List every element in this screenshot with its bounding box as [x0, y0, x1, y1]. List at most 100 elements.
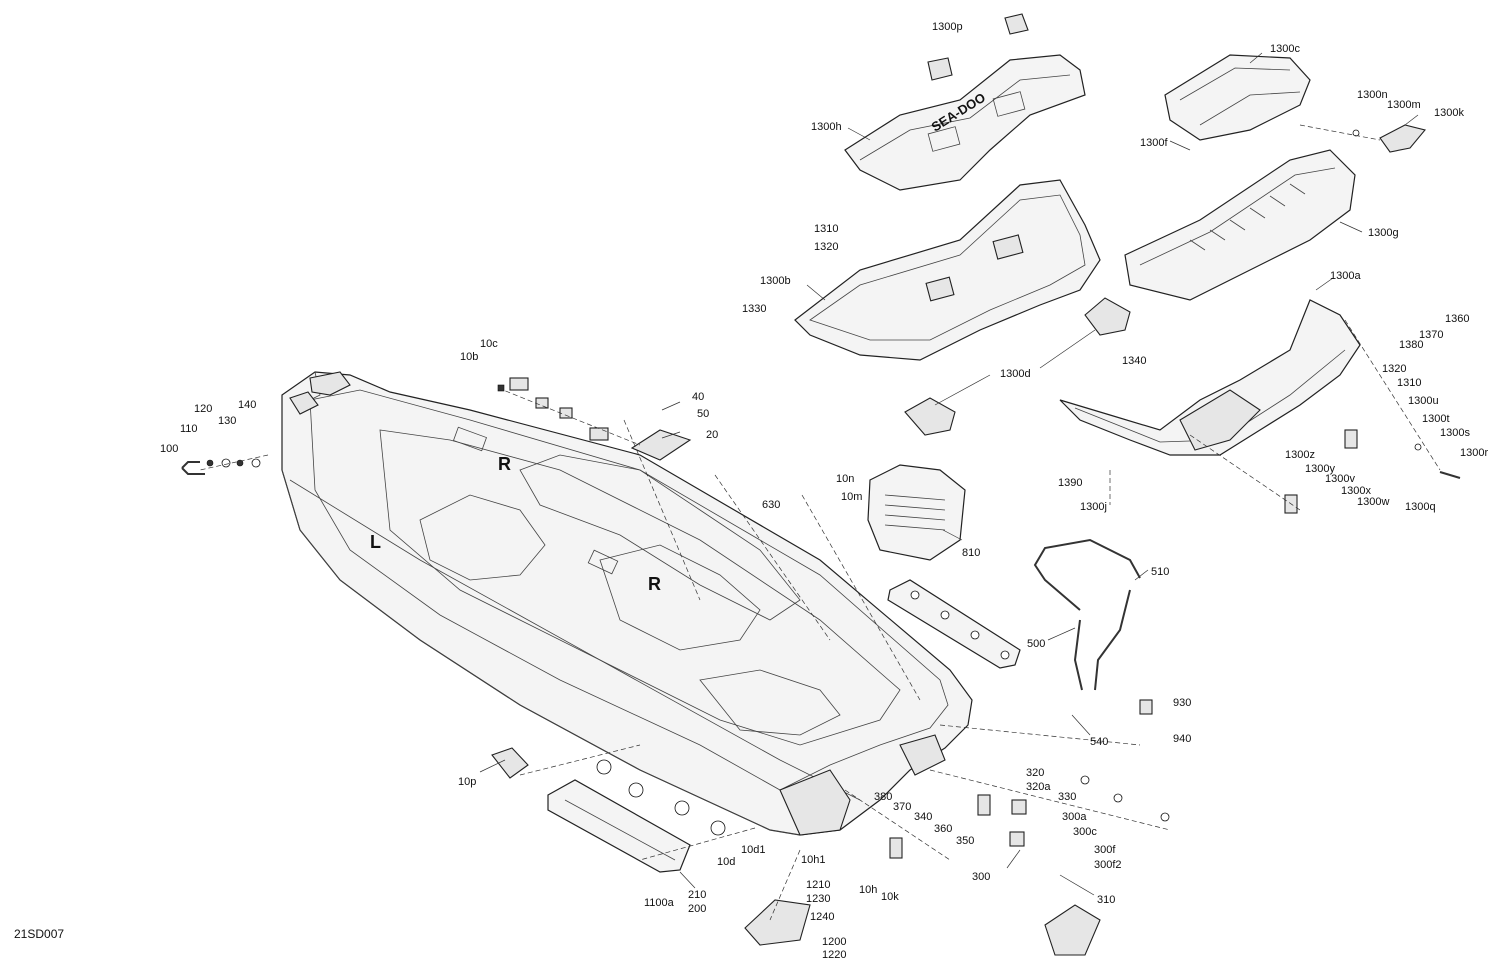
callout-1300r: 1300r [1460, 447, 1488, 459]
callout-1300n: 1300n [1357, 89, 1388, 101]
bracket-10p [491, 747, 529, 779]
callout-10d: 10d [717, 856, 735, 868]
callout-300a: 300a [1062, 811, 1087, 823]
callout-540: 540 [1090, 736, 1108, 748]
callout-300f: 300f [1094, 844, 1116, 856]
callout-370: 370 [893, 801, 911, 813]
callout-310: 310 [1097, 894, 1115, 906]
callout-120: 120 [194, 403, 212, 415]
callout-330: 330 [1058, 791, 1076, 803]
callout-50: 50 [697, 408, 709, 420]
callout-1300t: 1300t [1422, 413, 1450, 425]
callout-1310-right: 1310 [1397, 377, 1421, 389]
hull-marking-right-front: R [498, 454, 511, 474]
callout-130: 130 [218, 415, 236, 427]
callout-1300d: 1300d [1000, 368, 1031, 380]
callout-1300x: 1300x [1341, 485, 1371, 497]
callout-1320-top: 1320 [814, 241, 838, 253]
callout-340: 340 [914, 811, 932, 823]
callout-1330: 1330 [742, 303, 766, 315]
callout-1390: 1390 [1058, 477, 1082, 489]
callout-1320-right: 1320 [1382, 363, 1406, 375]
hull: L R R [281, 371, 973, 836]
platform-1300b [794, 179, 1101, 361]
callout-40: 40 [692, 391, 704, 403]
callout-1360: 1360 [1445, 313, 1469, 325]
callout-300f2: 300f2 [1094, 859, 1122, 871]
callout-1240: 1240 [810, 911, 834, 923]
callout-1300v: 1300v [1325, 473, 1355, 485]
callout-20: 20 [706, 429, 718, 441]
callout-1300h: 1300h [811, 121, 842, 133]
callout-10m: 10m [841, 491, 862, 503]
callout-1220: 1220 [822, 949, 846, 961]
callout-1300b: 1300b [760, 275, 791, 287]
callout-10p: 10p [458, 776, 476, 788]
callout-1300p: 1300p [932, 21, 963, 33]
callout-10c: 10c [480, 338, 498, 350]
callout-1300g: 1300g [1368, 227, 1399, 239]
handle-1300k [1379, 124, 1426, 153]
callout-labels: 1300p 1300c 1300n 1300m 1300k 1300h 1300… [160, 21, 1488, 961]
callout-1300s: 1300s [1440, 427, 1470, 439]
callout-1370: 1370 [1419, 329, 1443, 341]
callout-1200: 1200 [822, 936, 846, 948]
callout-1300j: 1300j [1080, 501, 1107, 513]
grab-handle-20 [630, 429, 692, 461]
bracket-1300c [1164, 54, 1311, 141]
callout-1380: 1380 [1399, 339, 1423, 351]
callout-1300z: 1300z [1285, 449, 1315, 461]
callout-1340: 1340 [1122, 355, 1146, 367]
hardware [206, 129, 1461, 859]
seat-cover-1300h: SEA-DOO [844, 54, 1086, 191]
callout-210: 210 [688, 889, 706, 901]
boarding-step [1044, 904, 1101, 956]
callout-10n: 10n [836, 473, 854, 485]
callout-300: 300 [972, 871, 990, 883]
callout-10h: 10h [859, 884, 877, 896]
callout-1300k: 1300k [1434, 107, 1464, 119]
callout-300c: 300c [1073, 826, 1097, 838]
callout-1300w: 1300w [1357, 496, 1389, 508]
leader-lines [479, 52, 1419, 896]
hull-marking-right-rear: R [648, 574, 661, 594]
callout-1230: 1230 [806, 893, 830, 905]
callout-1300m: 1300m [1387, 99, 1421, 111]
callout-510: 510 [1151, 566, 1169, 578]
callout-1300q: 1300q [1405, 501, 1436, 513]
callout-1300c: 1300c [1270, 43, 1300, 55]
cage-810 [867, 464, 966, 561]
callout-10d1: 10d1 [741, 844, 765, 856]
callout-940: 940 [1173, 733, 1191, 745]
callout-140: 140 [238, 399, 256, 411]
callout-350: 350 [956, 835, 974, 847]
dashed-leaders [199, 124, 1441, 921]
callout-500: 500 [1027, 638, 1045, 650]
callout-320a: 320a [1026, 781, 1051, 793]
callout-930: 930 [1173, 697, 1191, 709]
callout-100: 100 [160, 443, 178, 455]
callout-1310-top: 1310 [814, 223, 838, 235]
callout-1210: 1210 [806, 879, 830, 891]
pad-1300p [927, 13, 1029, 81]
callout-200: 200 [688, 903, 706, 915]
storage-tray-1300g [1124, 149, 1356, 301]
callout-380: 380 [874, 791, 892, 803]
callout-810: 810 [962, 547, 980, 559]
callout-1300f: 1300f [1140, 137, 1168, 149]
callout-320: 320 [1026, 767, 1044, 779]
callout-1300y: 1300y [1305, 463, 1335, 475]
callout-10h1: 10h1 [801, 854, 825, 866]
callout-10b: 10b [460, 351, 478, 363]
rail-sponson [887, 579, 1021, 669]
hull-marking-left: L [370, 532, 381, 552]
callout-630: 630 [762, 499, 780, 511]
callout-110: 110 [180, 423, 198, 435]
callout-1100a: 1100a [644, 897, 675, 909]
pad-1300d [904, 297, 1131, 436]
callout-360: 360 [934, 823, 952, 835]
pump-step-1200 [744, 899, 811, 946]
cable-500-510 [1033, 538, 1141, 691]
callout-10k: 10k [881, 891, 899, 903]
